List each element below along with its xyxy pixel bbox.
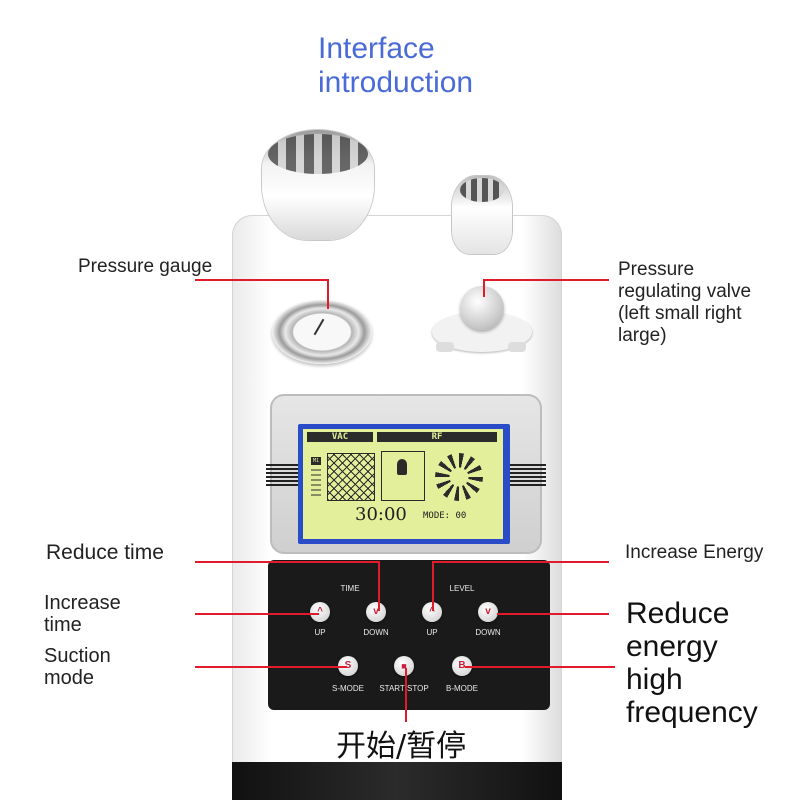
pressure-valve-knob[interactable] xyxy=(460,286,504,330)
start-stop-chinese-label: 开始/暂停 xyxy=(336,729,467,764)
level-label: LEVEL xyxy=(449,584,475,593)
s-mode-label: S-MODE xyxy=(332,684,364,693)
b-mode-label: B-MODE xyxy=(446,684,478,693)
large-handpiece-head xyxy=(268,134,368,174)
time-up-button[interactable]: ^ xyxy=(310,602,330,622)
reduce-time-leader xyxy=(195,561,379,563)
reduce-time-label: Reduce time xyxy=(46,541,164,564)
lcd-mode: MODE: 00 xyxy=(423,511,467,521)
lcd-person-box xyxy=(381,451,425,501)
rf-wheel-icon xyxy=(435,453,483,501)
pressure-valve-label: Pressure regulating valve (left small ri… xyxy=(618,259,800,347)
increase-time-line-1: Increase xyxy=(44,592,121,614)
start-stop-button[interactable]: ■ xyxy=(394,656,414,676)
pressure-valve-leader-drop xyxy=(483,279,485,297)
control-panel: TIME LEVEL ^ v ^ v UP DOWN UP DOWN S ■ B… xyxy=(268,560,550,710)
level-down-label: DOWN xyxy=(475,628,501,637)
reduce-energy-line-4: frequency xyxy=(626,696,758,729)
lcd-rf-tab: RF xyxy=(377,432,497,442)
time-up-label: UP xyxy=(314,628,326,637)
person-icon xyxy=(397,459,407,475)
pressure-valve-line-2: regulating valve xyxy=(618,281,752,302)
increase-energy-leader xyxy=(433,561,609,563)
suction-mode-line-1: Suction xyxy=(44,645,111,667)
time-down-button[interactable]: v xyxy=(366,602,386,622)
lcd-mode-indicator: M1 xyxy=(311,457,321,465)
start-stop-label: START/STOP xyxy=(379,684,429,693)
valve-marker-right xyxy=(508,342,526,352)
lcd-screen: VAC RF M1 30:00 MODE: 00 xyxy=(303,429,503,539)
title-line-2: introduction xyxy=(318,66,474,99)
machine-base xyxy=(232,762,562,800)
level-up-label: UP xyxy=(426,628,438,637)
valve-marker-left xyxy=(436,342,454,352)
level-down-button[interactable]: v xyxy=(478,602,498,622)
start-stop-leader xyxy=(405,668,407,722)
lcd-level-bars xyxy=(311,469,321,499)
increase-time-leader xyxy=(195,613,319,615)
small-handpiece-head xyxy=(460,178,504,202)
lcd-vac-tab: VAC xyxy=(307,432,373,442)
page-title: Interface introduction xyxy=(318,32,558,100)
lcd-timer: 30:00 xyxy=(355,504,407,525)
vent-left xyxy=(266,464,302,488)
pressure-gauge-leader xyxy=(195,279,328,281)
vacuum-pattern-icon xyxy=(327,453,375,501)
pressure-valve-line-1: Pressure xyxy=(618,259,695,280)
reduce-time-leader-drop xyxy=(378,561,380,611)
suction-mode-leader xyxy=(195,666,347,668)
title-line-1: Interface xyxy=(318,32,435,65)
increase-time-line-2: time xyxy=(44,614,82,636)
time-down-label: DOWN xyxy=(363,628,389,637)
pressure-valve-line-4: large) xyxy=(618,325,667,346)
vent-right xyxy=(510,464,546,488)
reduce-energy-line-2: energy xyxy=(626,630,718,663)
increase-energy-leader-drop xyxy=(432,561,434,611)
time-label: TIME xyxy=(340,584,360,593)
b-mode-leader xyxy=(465,666,615,668)
suction-mode-line-2: mode xyxy=(44,667,95,689)
b-mode-button[interactable]: B xyxy=(452,656,472,676)
level-up-button[interactable]: ^ xyxy=(422,602,442,622)
s-mode-button[interactable]: S xyxy=(338,656,358,676)
pressure-gauge-dial xyxy=(272,300,372,364)
reduce-energy-leader xyxy=(497,613,609,615)
pressure-gauge-label: Pressure gauge xyxy=(78,256,213,277)
pressure-valve-line-3: (left small right xyxy=(618,303,742,324)
reduce-energy-line-1: Reduce xyxy=(626,597,730,630)
pressure-valve-leader xyxy=(484,279,609,281)
increase-time-label: Increase time xyxy=(44,592,164,636)
pressure-gauge-leader-drop xyxy=(327,279,329,309)
suction-mode-label: Suction mode xyxy=(44,645,164,689)
increase-energy-label: Increase Energy xyxy=(625,542,764,563)
reduce-energy-label: Reduce energy high frequency xyxy=(626,597,800,729)
reduce-energy-line-3: high xyxy=(626,663,683,696)
